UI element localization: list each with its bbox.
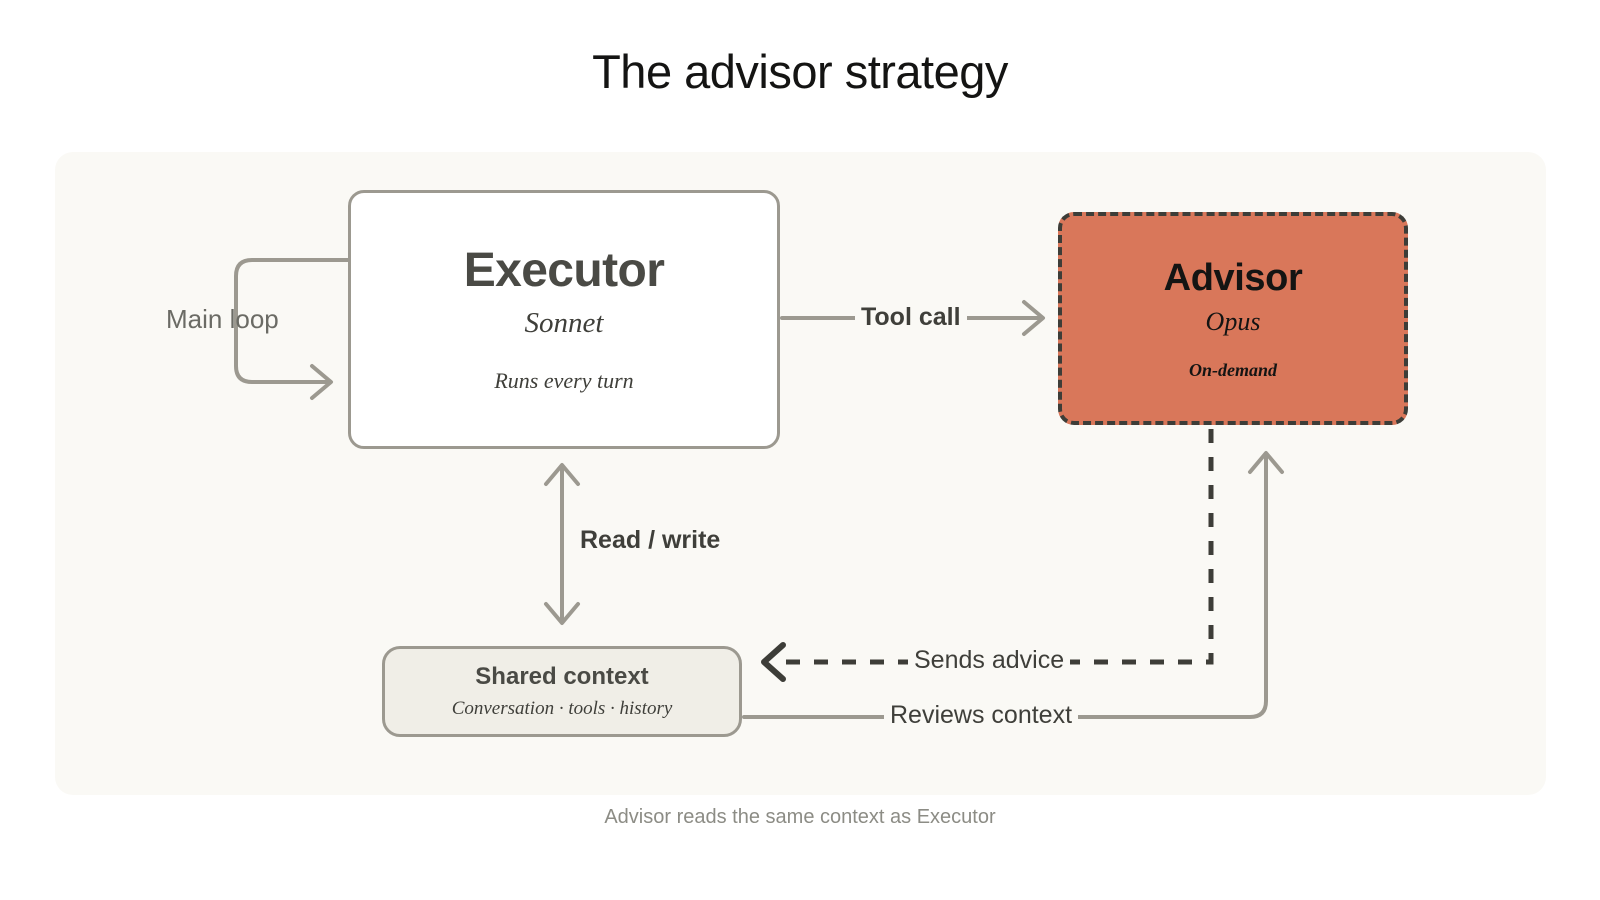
shared-context-subtitle: Conversation · tools · history	[451, 698, 673, 719]
executor-subtitle: Sonnet	[524, 307, 604, 339]
edge-label-sends-advice: Sends advice	[908, 648, 1071, 673]
edge-label-main-loop: Main loop	[166, 304, 279, 334]
edge-label-tool-call: Tool call	[855, 305, 967, 330]
advisor-meta: On-demand	[1188, 359, 1277, 380]
advisor-title: Advisor	[1163, 256, 1303, 299]
diagram-caption: Advisor reads the same context as Execut…	[604, 806, 996, 828]
page-title: The advisor strategy	[592, 45, 1008, 98]
edge-label-reviews-context: Reviews context	[884, 703, 1079, 728]
advisor-subtitle: Opus	[1205, 306, 1261, 336]
executor-title: Executor	[463, 244, 665, 297]
edge-label-read-write: Read / write	[580, 526, 721, 554]
node-executor[interactable]: Executor Sonnet Runs every turn	[348, 190, 780, 449]
shared-context-title: Shared context	[475, 663, 649, 690]
node-advisor[interactable]: Advisor Opus On-demand	[1058, 212, 1408, 425]
node-shared-context[interactable]: Shared context Conversation · tools · hi…	[382, 646, 742, 737]
executor-meta: Runs every turn	[494, 368, 634, 393]
